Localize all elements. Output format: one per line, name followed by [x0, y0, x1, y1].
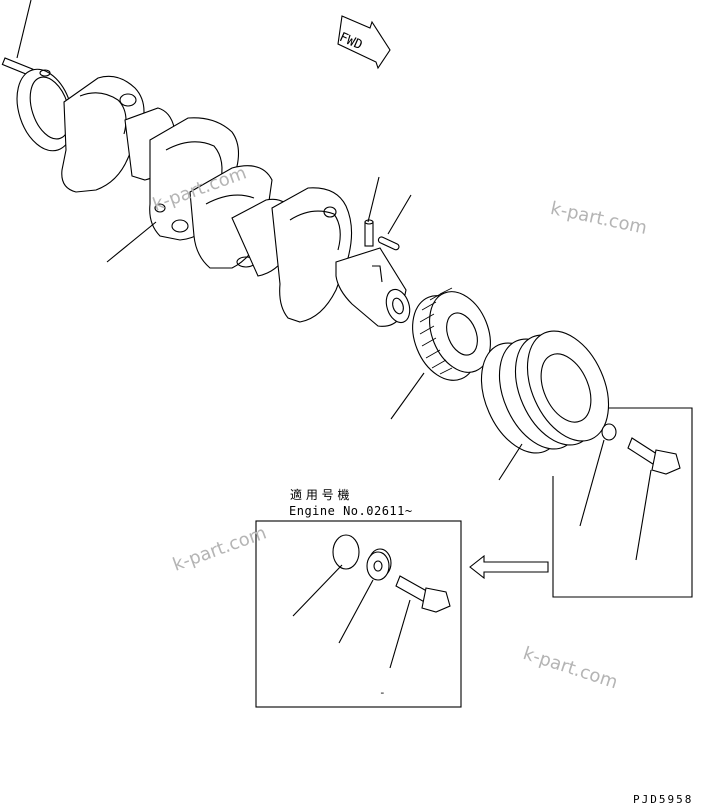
woodruff-key	[377, 236, 400, 251]
engine-number-label: Engine No.02611~	[289, 504, 413, 518]
new-spec-box	[255, 520, 462, 708]
dowel-pin-front	[364, 219, 374, 247]
crank-web-4	[271, 187, 353, 323]
hollow-arrow-left-icon	[469, 554, 549, 580]
washer-thin	[332, 534, 360, 570]
fwd-arrow-icon	[337, 15, 391, 70]
inset-dash-label: -	[379, 686, 386, 699]
spacer-washer	[366, 548, 392, 581]
leader-lines	[16, 0, 652, 669]
pulley-bolt-old	[627, 437, 681, 475]
applicable-serial-label: 適 用 号 機	[290, 488, 350, 502]
crank-pulley	[480, 330, 610, 454]
crankshaft	[1, 57, 411, 327]
drawing-code: PJD5958	[633, 793, 694, 806]
old-spec-box	[552, 407, 693, 598]
pulley-bolt-new	[395, 575, 451, 613]
crank-nose	[335, 247, 411, 327]
crank-gear	[412, 287, 491, 381]
